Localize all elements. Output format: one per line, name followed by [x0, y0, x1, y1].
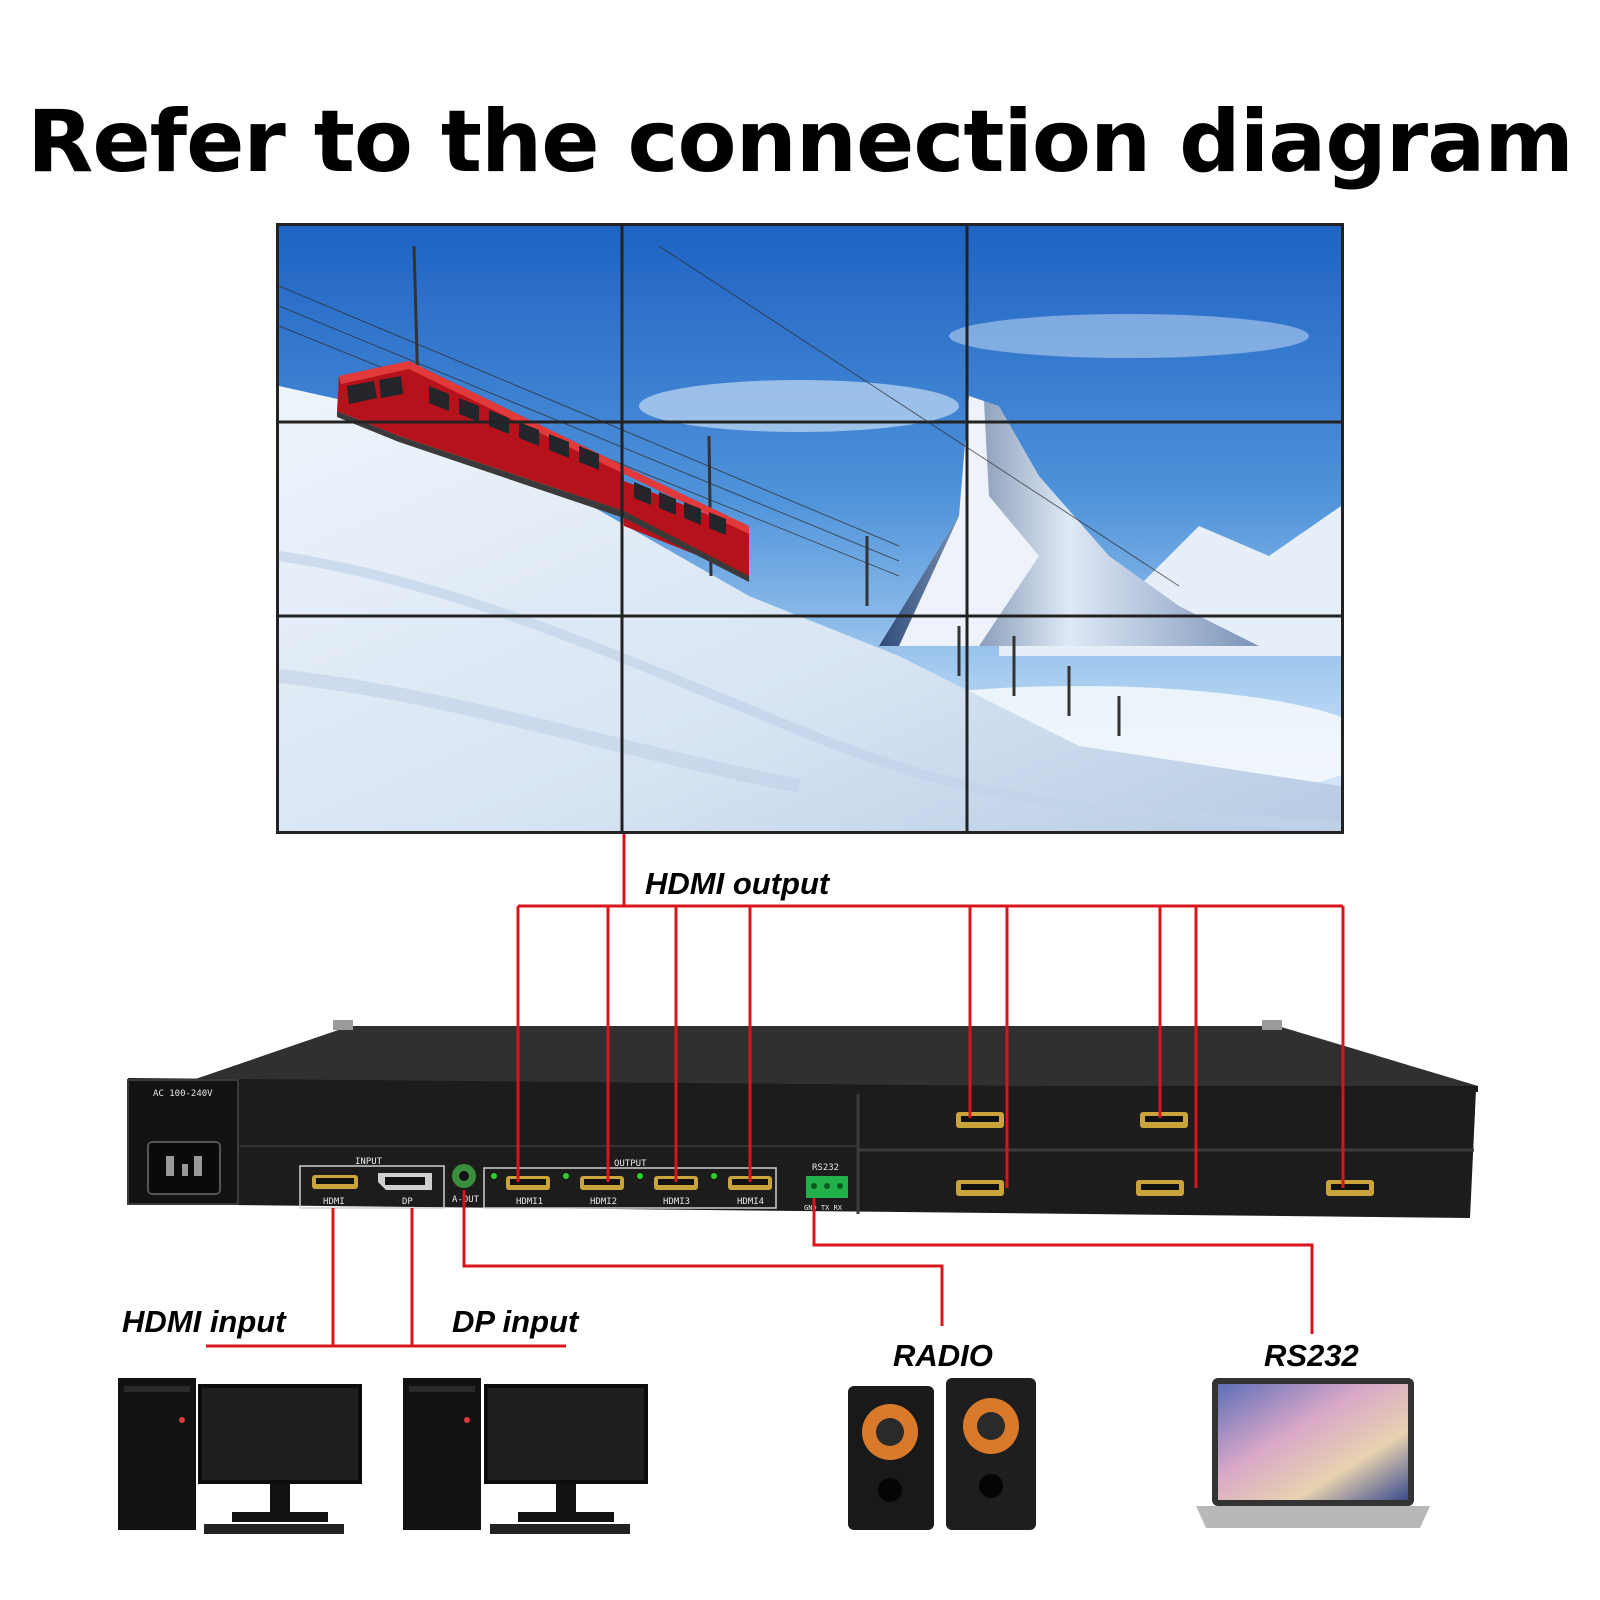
- output-group-label: OUTPUT: [614, 1159, 647, 1169]
- input-group-label: INPUT: [355, 1157, 383, 1167]
- dp-in-label: DP: [402, 1197, 413, 1207]
- wires: [206, 834, 1345, 1348]
- chassis-top: [175, 1026, 1478, 1086]
- power-label: AC 100-240V: [153, 1089, 213, 1099]
- audio-out-label: A-OUT: [452, 1195, 480, 1205]
- radio-label: RADIO: [893, 1338, 993, 1373]
- video-wall-image: [279, 226, 1341, 831]
- pc-dp-source: [403, 1378, 648, 1534]
- hdmi-out-3-label: HDMI3: [663, 1197, 690, 1207]
- rs232-pins-label: GND TX RX: [804, 1204, 843, 1212]
- hdmi-out-1-label: HDMI1: [516, 1197, 543, 1207]
- rs232-label: RS232: [1264, 1338, 1359, 1373]
- hdmi-output-label: HDMI output: [645, 866, 830, 901]
- hdmi-in-label: HDMI: [323, 1197, 345, 1207]
- dp-input-label: DP input: [452, 1304, 579, 1339]
- hdmi-input-label: HDMI input: [122, 1304, 286, 1339]
- rs232-header-label: RS232: [812, 1163, 839, 1173]
- pc-hdmi-source: [118, 1378, 362, 1534]
- page-title: Refer to the connection diagram: [27, 92, 1574, 192]
- speakers: [848, 1378, 1036, 1530]
- video-wall: [276, 223, 1344, 834]
- hdmi-out-2-label: HDMI2: [590, 1197, 617, 1207]
- hdmi-out-4-label: HDMI4: [737, 1197, 764, 1207]
- laptop: [1196, 1378, 1430, 1528]
